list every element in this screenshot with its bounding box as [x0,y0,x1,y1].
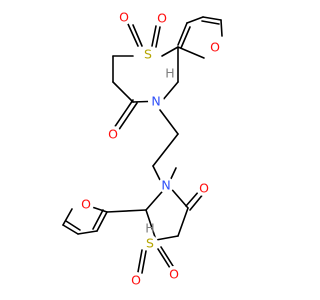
bond [157,248,171,269]
atom-hydrogen: H [165,66,174,81]
bond [137,249,143,273]
atom-nitrogen: N [161,178,170,193]
bond [106,209,147,213]
bond [127,23,139,47]
bond [161,81,179,102]
bond [155,26,161,48]
bond [113,99,134,129]
bond [201,20,220,25]
bond [132,24,143,47]
bond [161,46,179,57]
bond [155,235,179,241]
bond [180,26,191,49]
bond [62,224,79,235]
bond [117,102,138,132]
atom-oxygen: O [131,273,141,288]
bond [141,250,147,274]
bond [159,109,179,135]
bond [62,208,73,226]
atom-sulfur: S [144,47,152,62]
bond [92,209,104,230]
molecule-structure: O S O O H N O N O O H S O O [62,9,223,288]
bond [177,46,205,59]
atom-oxygen: O [199,181,209,196]
bond [145,209,157,241]
atom-labels: O S O O H N O N O O H S O O [78,9,223,288]
atom-nitrogen: N [151,94,160,109]
bond [151,25,157,47]
atom-oxygen: O [210,40,220,55]
atom-oxygen: O [169,267,179,282]
bond [77,230,98,235]
atom-oxygen: O [81,197,91,212]
bond [152,165,161,181]
bond [65,220,81,231]
bond [177,207,189,237]
bond [202,16,222,21]
bond [91,206,108,213]
atom-hydrogen: H [145,221,154,236]
bond [220,19,223,37]
atom-oxygen: O [119,10,129,25]
bond [160,246,174,267]
atom-oxygen: O [157,11,167,26]
bond [177,22,188,46]
bond [189,192,205,211]
bond [152,133,179,167]
atom-sulfur: S [146,236,154,251]
bond [96,211,108,232]
atom-oxygen: O [108,127,118,142]
bond [186,16,204,24]
bond [112,81,134,103]
